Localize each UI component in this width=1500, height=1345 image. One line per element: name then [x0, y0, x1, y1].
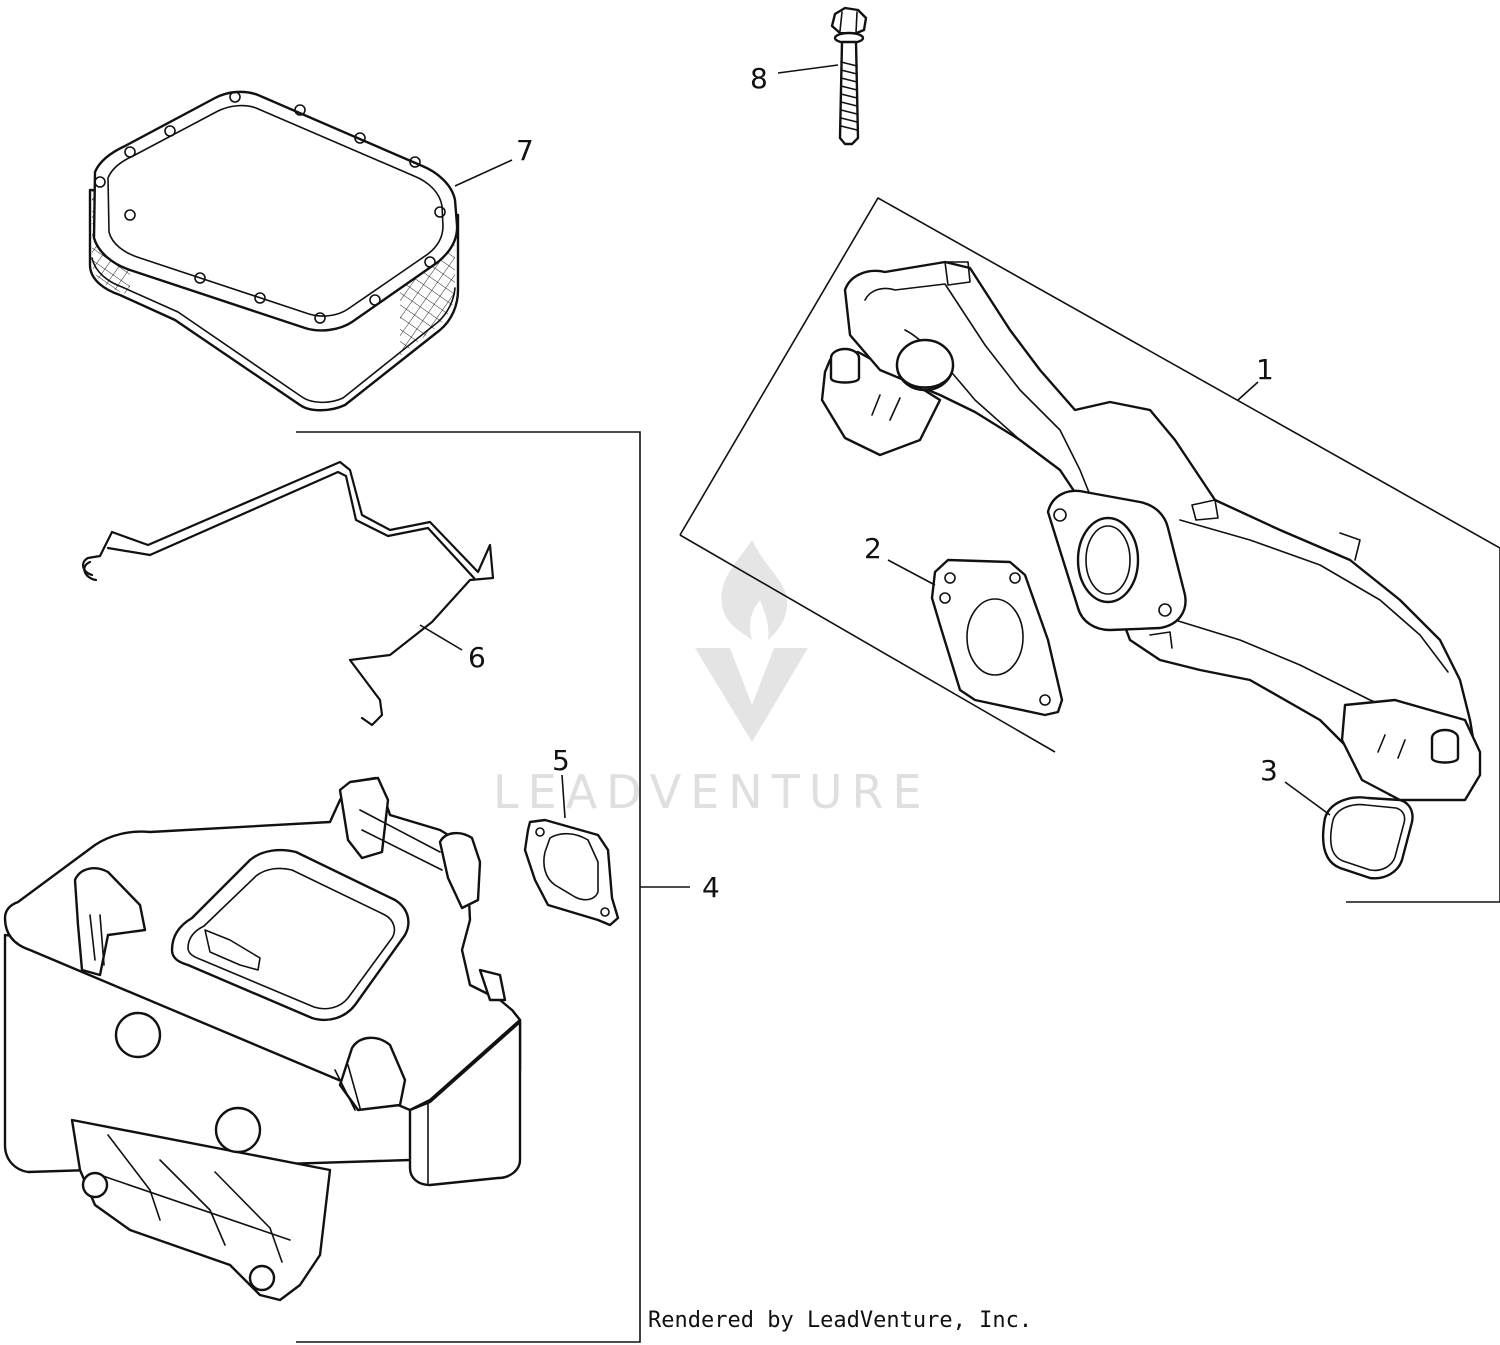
callout-4[interactable]: 4 [702, 871, 720, 904]
callout-1[interactable]: 1 [1256, 353, 1274, 386]
part-1-frame [679, 196, 1500, 903]
part-1-intake-manifold[interactable] [820, 260, 1482, 802]
watermark-flame-logo [695, 540, 808, 742]
part-2-manifold-gasket[interactable] [930, 558, 1064, 717]
part-7-air-filter-element[interactable] [88, 90, 460, 412]
part-6-wire-clip[interactable] [82, 460, 495, 727]
callout-3[interactable]: 3 [1260, 754, 1278, 787]
callout-leaders [419, 64, 1331, 888]
watermark: LEADVENTURE [493, 540, 922, 819]
part-4-air-cleaner-base[interactable] [3, 776, 522, 1302]
callout-7[interactable]: 7 [516, 134, 534, 167]
callout-2[interactable]: 2 [864, 532, 882, 565]
callout-5[interactable]: 5 [552, 744, 570, 777]
callout-6[interactable]: 6 [468, 641, 486, 674]
render-credit: Rendered by LeadVenture, Inc. [648, 1308, 1033, 1333]
part-8-bolt[interactable] [830, 6, 868, 146]
callout-8[interactable]: 8 [750, 62, 768, 95]
callouts: 1 2 3 4 5 6 7 8 [468, 62, 1278, 904]
part-5-gasket[interactable] [523, 818, 620, 927]
part-3-o-ring[interactable] [1321, 796, 1414, 880]
